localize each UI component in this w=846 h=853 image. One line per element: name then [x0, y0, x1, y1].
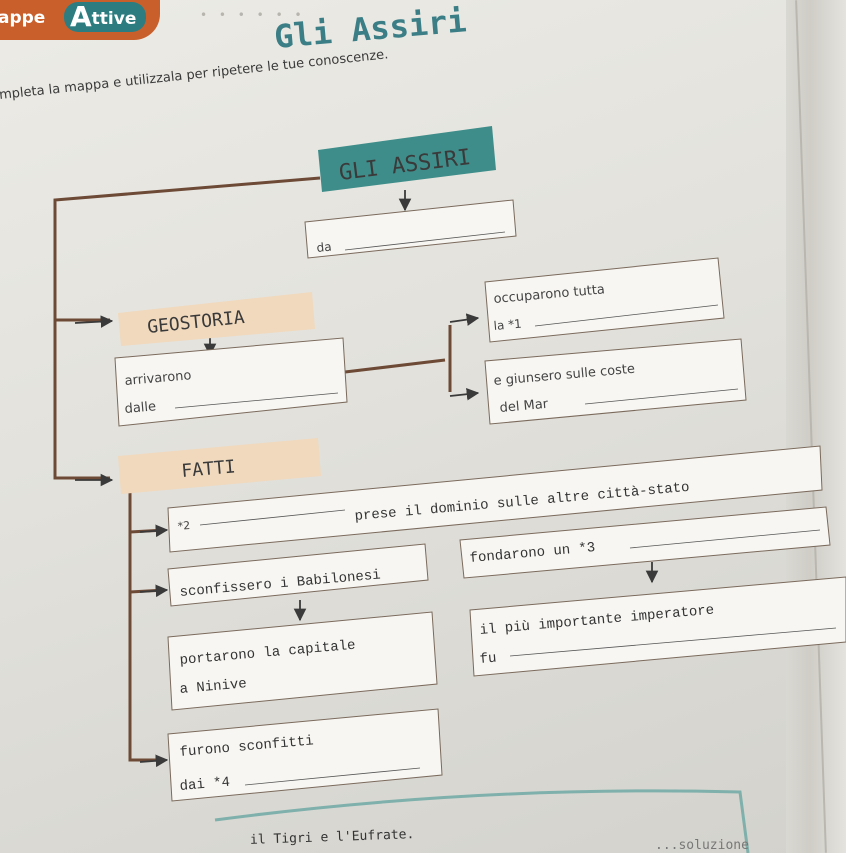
header-badge: Attive	[64, 0, 147, 33]
header-word: appe	[0, 8, 46, 28]
header-badge-letter: A	[70, 0, 92, 33]
arrow-right-icon	[449, 313, 480, 326]
da-text: da	[316, 239, 332, 254]
occuparono-text-2: la *1	[493, 317, 522, 333]
blank-line	[629, 529, 821, 549]
arrivarono-text-2: dalle	[124, 399, 157, 417]
blank-line	[509, 627, 837, 657]
arrows	[74, 190, 659, 768]
blank-line	[584, 388, 739, 405]
footer-faded-text: ...soluzione	[655, 838, 749, 853]
prese-box: *2 prese il dominio sulle altre città-st…	[167, 445, 823, 553]
fatti-label: FATTI	[118, 438, 321, 494]
fondarono-box: fondarono un *3	[459, 506, 831, 579]
imperatore-text-2: fu	[479, 651, 497, 668]
da-box: da	[304, 199, 517, 259]
fatti-text: FATTI	[181, 456, 237, 482]
sconfissero-box: sconfissero i Babilonesi	[167, 543, 429, 607]
portarono-box: portarono la capitale a Ninive	[167, 611, 438, 711]
connector-lines	[53, 176, 452, 762]
blank-line	[534, 304, 719, 327]
giunsero-box: e giunsero sulle coste del Mar	[484, 338, 747, 425]
root-label: GLI ASSIRI	[318, 126, 496, 192]
arrow-right-icon	[139, 584, 169, 598]
header-tab: appe Attive	[0, 0, 160, 40]
arrow-right-icon	[139, 524, 169, 538]
furono-box: furono sconfitti dai *4	[167, 708, 443, 802]
blank-line	[174, 392, 339, 409]
arrow-right-icon	[74, 315, 114, 328]
blank-line	[244, 767, 421, 786]
bottom-box-edge	[214, 789, 750, 853]
portarono-text-2: a Ninive	[179, 676, 247, 698]
blank-line	[344, 231, 506, 251]
page-fold	[786, 0, 846, 853]
arrow-right-icon	[139, 754, 169, 768]
arrow-right-icon	[449, 387, 480, 401]
imperatore-box: il più importante imperatore fu	[469, 576, 846, 677]
geostoria-label: GEOSTORIA	[118, 292, 315, 346]
arrivarono-box: arrivarono dalle	[114, 337, 348, 427]
occuparono-box: occuparono tutta la *1	[484, 257, 725, 343]
arrivarono-text: arrivarono	[124, 368, 192, 389]
blank-line	[199, 509, 346, 526]
furono-text-2: dai *4	[179, 775, 231, 795]
header-badge-rest: ttive	[91, 9, 137, 29]
header-decoration: • • • • • •	[200, 8, 306, 22]
blank-2-text: *2	[177, 519, 191, 533]
giunsero-text-2: del Mar	[499, 397, 549, 416]
